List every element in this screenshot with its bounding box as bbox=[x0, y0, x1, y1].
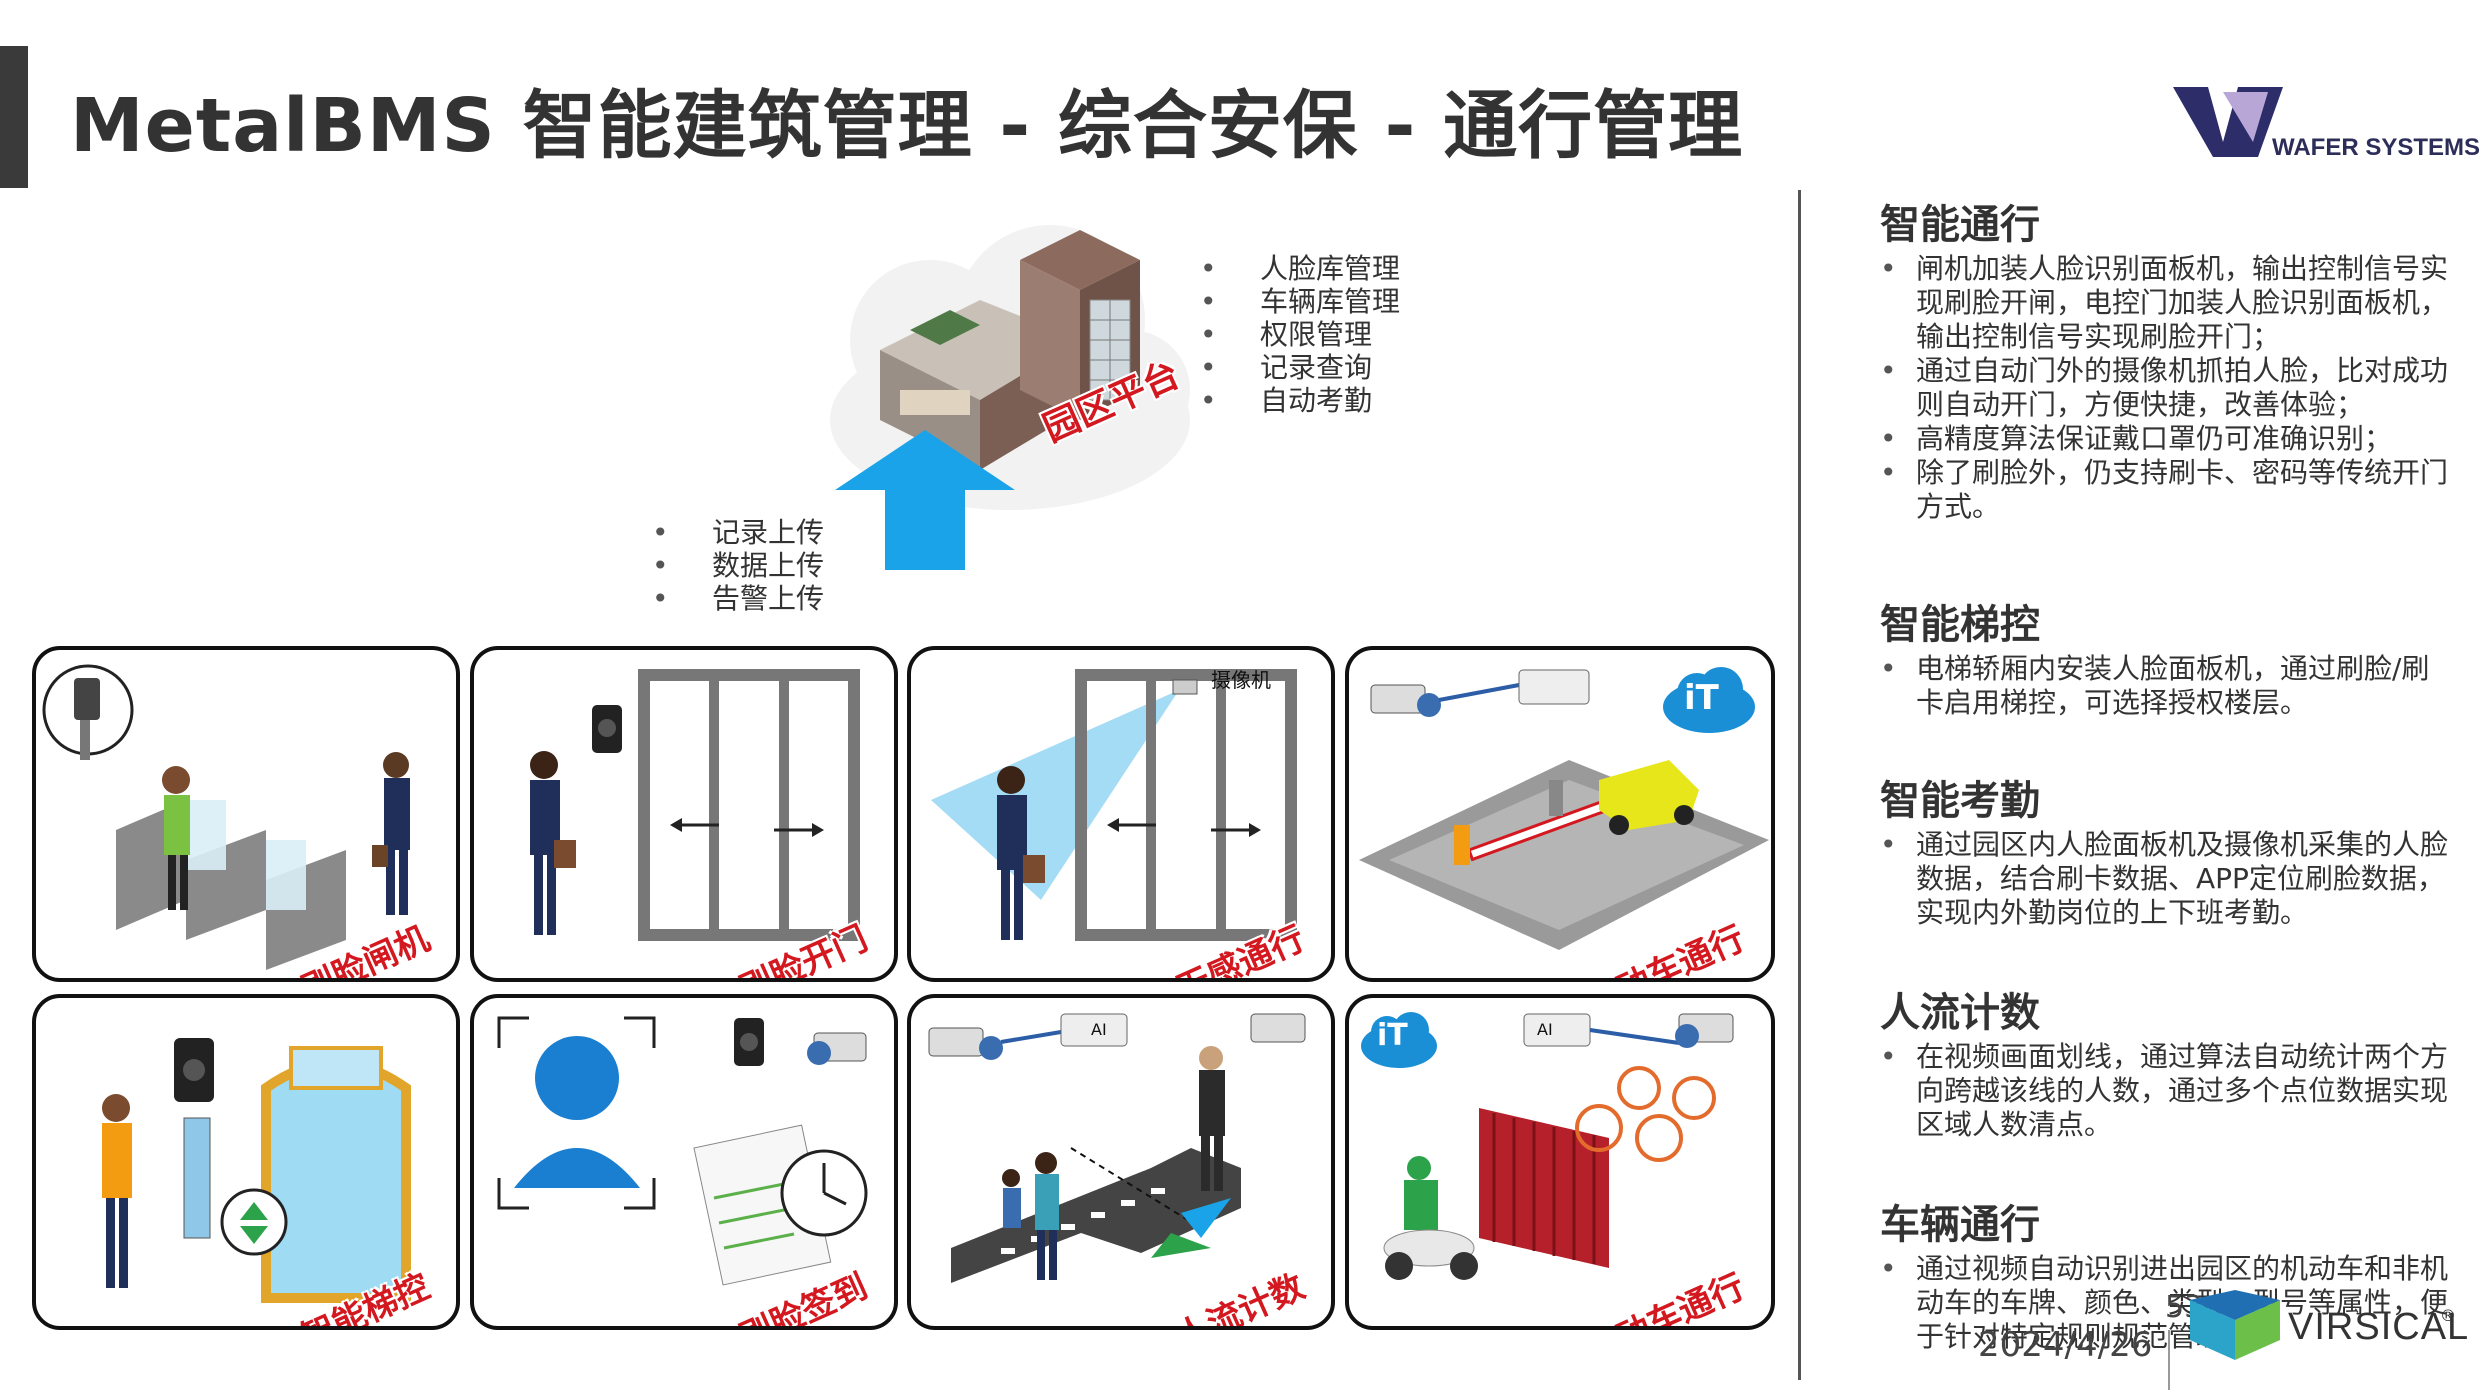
registered-mark: ® bbox=[2440, 1306, 2456, 1325]
section-heading-elevator: 智能梯控 bbox=[1880, 602, 2040, 648]
platform-feature-list: 人脸库管理 车辆库管理 权限管理 记录查询 自动考勤 bbox=[1200, 252, 1400, 417]
panel-face-gate: 刷脸闸机 bbox=[32, 646, 460, 982]
logo-text: WAFER SYSTEMS bbox=[2272, 134, 2481, 161]
wafer-systems-logo-icon bbox=[2173, 87, 2283, 157]
feature-item: 权限管理 bbox=[1200, 318, 1400, 351]
upload-item: 告警上传 bbox=[652, 582, 824, 615]
face-door-illustration bbox=[530, 669, 860, 941]
non-vehicle-illustration bbox=[1361, 1012, 1734, 1280]
section-item: 通过自动门外的摄像机抓拍人脸，比对成功则自动开门，方便快捷，改善体验； bbox=[1880, 354, 2450, 422]
elevator-illustration bbox=[102, 1038, 411, 1303]
section-item: 除了刷脸外，仍支持刷卡、密码等传统开门方式。 bbox=[1880, 456, 2450, 524]
upload-item: 记录上传 bbox=[652, 516, 824, 549]
upload-item: 数据上传 bbox=[652, 549, 824, 582]
vertical-divider bbox=[1798, 190, 1801, 1380]
iot-cloud-icon bbox=[1663, 667, 1755, 733]
iot-tag: iT bbox=[1377, 1018, 1408, 1053]
camera-label: 摄像机 bbox=[1211, 668, 1271, 692]
panel-face-checkin: 刷脸签到 bbox=[470, 994, 898, 1330]
section-item: 电梯轿厢内安装人脸面板机，通过刷脸/刷卡启用梯控，可选择授权楼层。 bbox=[1880, 652, 2450, 720]
title-accent-bar bbox=[0, 46, 28, 188]
virsical-logo-icon bbox=[2190, 1290, 2280, 1360]
footer-divider bbox=[2168, 1330, 2170, 1390]
face-gate-illustration bbox=[42, 664, 410, 970]
panel-vehicle-pass: AI iT 机动车通行 bbox=[1345, 646, 1775, 982]
panel-people-count: AI 人流计数 bbox=[907, 994, 1335, 1330]
page-title: MetalBMS 智能建筑管理 - 综合安保 - 通行管理 bbox=[70, 83, 1744, 169]
vehicle-pass-illustration bbox=[1359, 669, 1769, 950]
section-heading-vehicle: 车辆通行 bbox=[1880, 1202, 2040, 1248]
ai-tag: AI bbox=[1091, 1020, 1107, 1039]
iot-tag: iT bbox=[1684, 678, 1719, 718]
feature-item: 自动考勤 bbox=[1200, 384, 1400, 417]
panel-elevator: 智能梯控 bbox=[32, 994, 460, 1330]
panel-seamless-pass: 摄像机 无感通行 bbox=[907, 646, 1335, 982]
section-list-elevator: 电梯轿厢内安装人脸面板机，通过刷脸/刷卡启用梯控，可选择授权楼层。 bbox=[1880, 652, 2450, 720]
section-heading-smart-pass: 智能通行 bbox=[1880, 202, 2040, 248]
section-item: 通过园区内人脸面板机及摄像机采集的人脸数据，结合刷卡数据、APP定位刷脸数据，实… bbox=[1880, 828, 2450, 930]
section-item: 高精度算法保证戴口罩仍可准确识别； bbox=[1880, 422, 2450, 456]
section-item: 闸机加装人脸识别面板机，输出控制信号实现刷脸开闸，电控门加装人脸识别面板机，输出… bbox=[1880, 252, 2450, 354]
section-item: 通过视频自动识别进出园区的机动车和非机动车的车牌、颜色、类型、型号等属性，便于针… bbox=[1880, 1252, 2450, 1354]
section-heading-attendance: 智能考勤 bbox=[1880, 778, 2040, 824]
section-list-vehicle: 通过视频自动识别进出园区的机动车和非机动车的车牌、颜色、类型、型号等属性，便于针… bbox=[1880, 1252, 2450, 1354]
ai-tag: AI bbox=[1537, 1020, 1553, 1039]
section-list-people-count: 在视频画面划线，通过算法自动统计两个方向跨越该线的人数，通过多个点位数据实现区域… bbox=[1880, 1040, 2450, 1142]
footer-date: 2024/4/26 bbox=[1978, 1325, 2153, 1365]
panel-face-door: 刷脸开门 bbox=[470, 646, 898, 982]
panel-non-vehicle: AI iT 非机动车通行 bbox=[1345, 994, 1775, 1330]
section-list-attendance: 通过园区内人脸面板机及摄像机采集的人脸数据，结合刷卡数据、APP定位刷脸数据，实… bbox=[1880, 828, 2450, 930]
feature-item: 车辆库管理 bbox=[1200, 285, 1400, 318]
upload-list: 记录上传 数据上传 告警上传 bbox=[652, 516, 824, 615]
feature-item: 人脸库管理 bbox=[1200, 252, 1400, 285]
virsical-brand: VIRSICAL bbox=[2288, 1306, 2470, 1348]
section-item: 在视频画面划线，通过算法自动统计两个方向跨越该线的人数，通过多个点位数据实现区域… bbox=[1880, 1040, 2450, 1142]
seamless-pass-illustration bbox=[931, 669, 1297, 941]
section-list-smart-pass: 闸机加装人脸识别面板机，输出控制信号实现刷脸开闸，电控门加装人脸识别面板机，输出… bbox=[1880, 252, 2450, 524]
feature-item: 记录查询 bbox=[1200, 351, 1400, 384]
face-checkin-illustration bbox=[497, 1016, 868, 1286]
people-count-illustration bbox=[928, 1013, 1306, 1283]
upload-arrow-icon bbox=[835, 430, 1015, 570]
section-heading-people-count: 人流计数 bbox=[1880, 990, 2040, 1036]
